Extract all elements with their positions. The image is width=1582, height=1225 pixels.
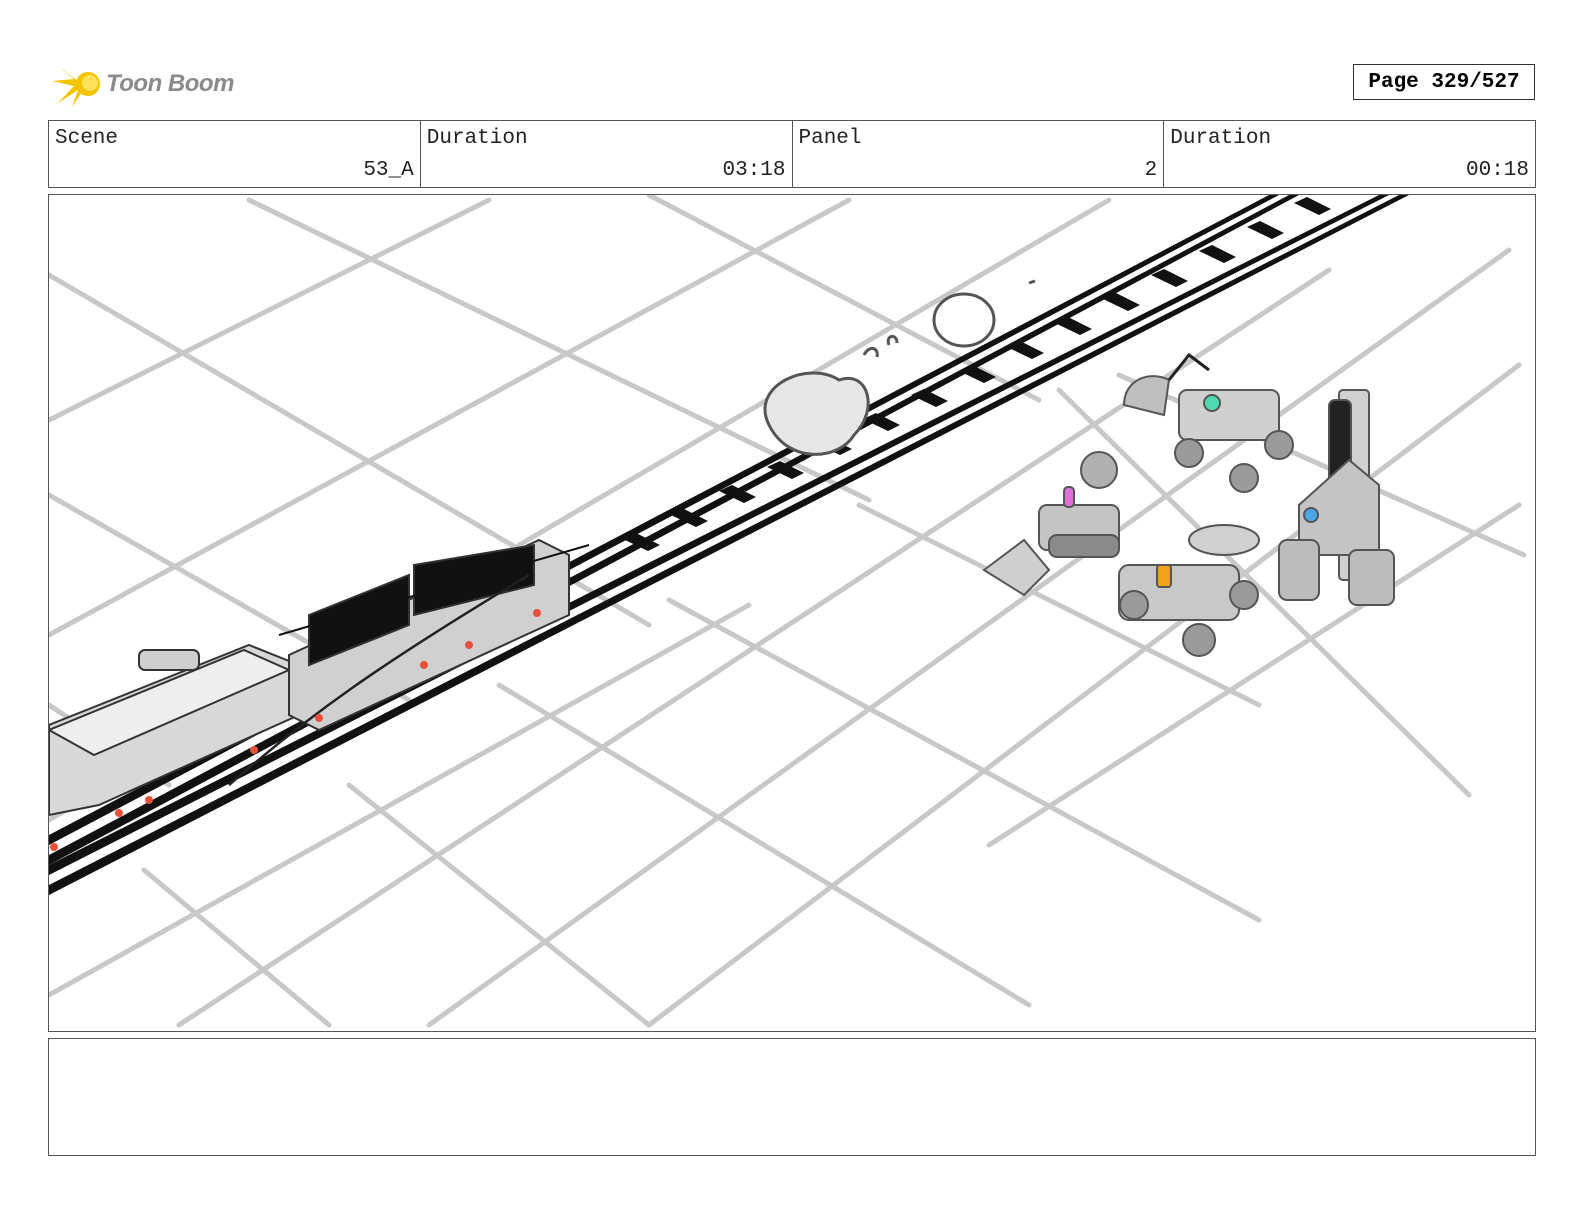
panel-drawing xyxy=(49,195,1527,1028)
scene-duration-value: 03:18 xyxy=(722,159,786,182)
panel-value: 2 xyxy=(1144,159,1158,182)
panel-duration-label: Duration xyxy=(1170,127,1272,150)
panel-label: Panel xyxy=(798,127,862,150)
scene-cell: Scene 53_A xyxy=(49,121,421,187)
construction-vehicles xyxy=(982,352,1395,657)
scene-info-table: Scene 53_A Duration 03:18 Panel 2 Durati… xyxy=(48,120,1536,188)
scene-duration-cell: Duration 03:18 xyxy=(421,121,793,187)
panel-duration-cell: Duration 00:18 xyxy=(1164,121,1535,187)
toon-boom-logo: Toon Boom xyxy=(52,58,252,110)
drilling-rig xyxy=(1278,389,1395,606)
scene-value: 53_A xyxy=(363,159,414,182)
page-indicator: Page 329/527 xyxy=(1353,64,1535,100)
panel-cell: Panel 2 xyxy=(793,121,1165,187)
smoke-sketch xyxy=(763,279,1036,456)
logo-text: Toon Boom xyxy=(106,70,234,97)
bulldozer xyxy=(982,451,1120,597)
scene-duration-label: Duration xyxy=(426,127,528,150)
starburst-icon xyxy=(52,65,100,107)
ground-grid xyxy=(49,195,1527,1028)
scene-label: Scene xyxy=(55,127,119,150)
storyboard-panel xyxy=(48,194,1536,1032)
tractor xyxy=(1118,524,1260,657)
panel-notes-area xyxy=(48,1038,1536,1156)
freight-train xyxy=(49,538,590,851)
panel-duration-value: 00:18 xyxy=(1465,159,1529,182)
excavator xyxy=(1122,352,1294,493)
